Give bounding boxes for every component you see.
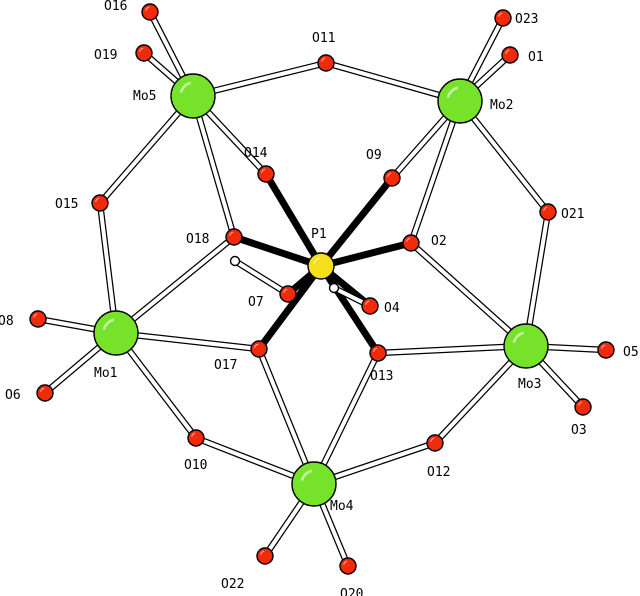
- atom-mo3: [503, 323, 549, 369]
- atom-o22: [256, 547, 274, 565]
- atom-o20: [339, 557, 357, 575]
- label-o21: O21: [561, 207, 584, 222]
- label-o23: O23: [515, 12, 538, 27]
- label-o6: O6: [5, 388, 21, 403]
- label-mo2: Mo2: [490, 98, 513, 113]
- label-p1: P1: [311, 227, 327, 242]
- bond-mo2-o21: [457, 98, 551, 215]
- label-o8: O8: [0, 314, 14, 329]
- atom-o3: [574, 398, 592, 416]
- label-o15: O15: [55, 197, 78, 212]
- label-o13: O13: [370, 369, 393, 384]
- atom-o7: [279, 285, 297, 303]
- label-o17: O17: [214, 358, 237, 373]
- bond-mo1-o17: [115, 329, 260, 353]
- label-o2: O2: [431, 234, 447, 249]
- label-o4: O4: [384, 301, 400, 316]
- bond-p1-o17: [256, 263, 324, 352]
- atom-mo4: [291, 461, 337, 507]
- label-o11: O11: [312, 31, 335, 46]
- bond-p1-o14: [262, 172, 325, 268]
- bond-p1-o9: [318, 175, 395, 269]
- atom-o2: [402, 234, 420, 252]
- bond-o7-h7: [233, 258, 290, 297]
- label-o1: O1: [528, 50, 544, 65]
- label-o9: O9: [366, 148, 382, 163]
- label-o10: O10: [184, 458, 207, 473]
- atom-o1: [501, 46, 519, 64]
- atom-o18: [225, 228, 243, 246]
- bond-mo3-o2: [408, 240, 529, 349]
- atom-p1: [307, 252, 335, 280]
- label-o16: O16: [104, 0, 127, 14]
- bond-mo3-o13: [377, 342, 527, 357]
- bond-mo4-o17: [255, 347, 318, 486]
- atom-mo2: [437, 78, 483, 124]
- label-mo1: Mo1: [94, 366, 117, 381]
- bond-mo2-o11: [325, 59, 461, 105]
- atom-mo5: [170, 73, 216, 119]
- bond-p1-o13: [318, 264, 381, 355]
- label-o3: O3: [571, 423, 587, 438]
- atom-o16: [141, 3, 159, 21]
- atom-o4: [361, 297, 379, 315]
- label-o12: O12: [427, 465, 450, 480]
- label-o14: O14: [244, 146, 268, 161]
- bond-p1-o2: [320, 239, 412, 270]
- label-o5: O5: [623, 345, 639, 360]
- bond-p1-o18: [232, 233, 323, 270]
- atom-o6: [36, 384, 54, 402]
- atom-o17: [250, 340, 268, 358]
- atom-h7: [229, 255, 241, 267]
- label-o20: O20: [340, 587, 363, 596]
- label-o19: O19: [94, 48, 117, 63]
- bond-mo5-o11: [192, 59, 327, 100]
- atom-o23: [494, 9, 512, 27]
- bond-mo2-o2: [407, 99, 464, 245]
- label-mo4: Mo4: [330, 499, 354, 514]
- atom-o11: [317, 54, 335, 72]
- bond-mo5-o15: [97, 93, 196, 206]
- atom-o19: [135, 44, 153, 62]
- atom-o8: [29, 310, 47, 328]
- label-o18: O18: [186, 232, 209, 247]
- atom-o9: [383, 169, 401, 187]
- atom-o21: [539, 203, 557, 221]
- atom-o5: [597, 341, 615, 359]
- atom-layer: [29, 3, 615, 575]
- atom-o14: [257, 165, 275, 183]
- bond-mo5-o18: [189, 95, 238, 238]
- atom-h4: [328, 282, 340, 294]
- atom-o12: [426, 434, 444, 452]
- atom-o10: [187, 429, 205, 447]
- atom-o15: [91, 194, 109, 212]
- bond-mo1-o18: [113, 234, 237, 336]
- label-mo5: Mo5: [133, 89, 156, 104]
- atom-mo1: [93, 310, 139, 356]
- atom-o13: [369, 344, 387, 362]
- label-mo3: Mo3: [518, 377, 541, 392]
- bond-mo4-o13: [311, 351, 381, 486]
- label-o22: O22: [221, 577, 244, 592]
- label-o7: O7: [248, 295, 264, 310]
